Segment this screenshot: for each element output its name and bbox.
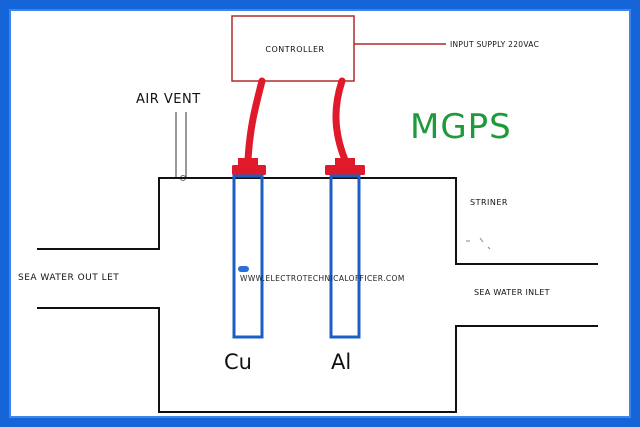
anode-al-label: Al — [331, 350, 351, 374]
cable-cu — [244, 77, 266, 164]
input-supply-label: INPUT SUPPLY 220VAC — [450, 40, 539, 49]
anode-al — [329, 174, 361, 339]
sea-water-outlet-label: SEA WATER OUT LET — [18, 273, 119, 283]
vessel-outline — [37, 177, 598, 413]
air-vent-pipe — [175, 112, 187, 178]
mgps-title: MGPS — [410, 107, 512, 147]
strainer-label: STRINER — [470, 198, 508, 207]
sea-water-inlet-label: SEA WATER INLET — [474, 288, 550, 297]
controller-box — [231, 15, 355, 82]
connector-al — [325, 158, 365, 175]
connector-cu — [232, 158, 266, 175]
controller-label: CONTROLLER — [265, 45, 324, 54]
strainer-mark — [466, 237, 491, 250]
anode-cu-label: Cu — [224, 350, 252, 374]
watermark-text: WWW.ELECTROTECHNICALOFFICER.COM — [240, 274, 405, 283]
anode-cu — [232, 174, 264, 339]
watermark-badge — [238, 266, 249, 272]
air-vent-label: AIR VENT — [136, 92, 201, 107]
cable-al — [332, 77, 349, 164]
